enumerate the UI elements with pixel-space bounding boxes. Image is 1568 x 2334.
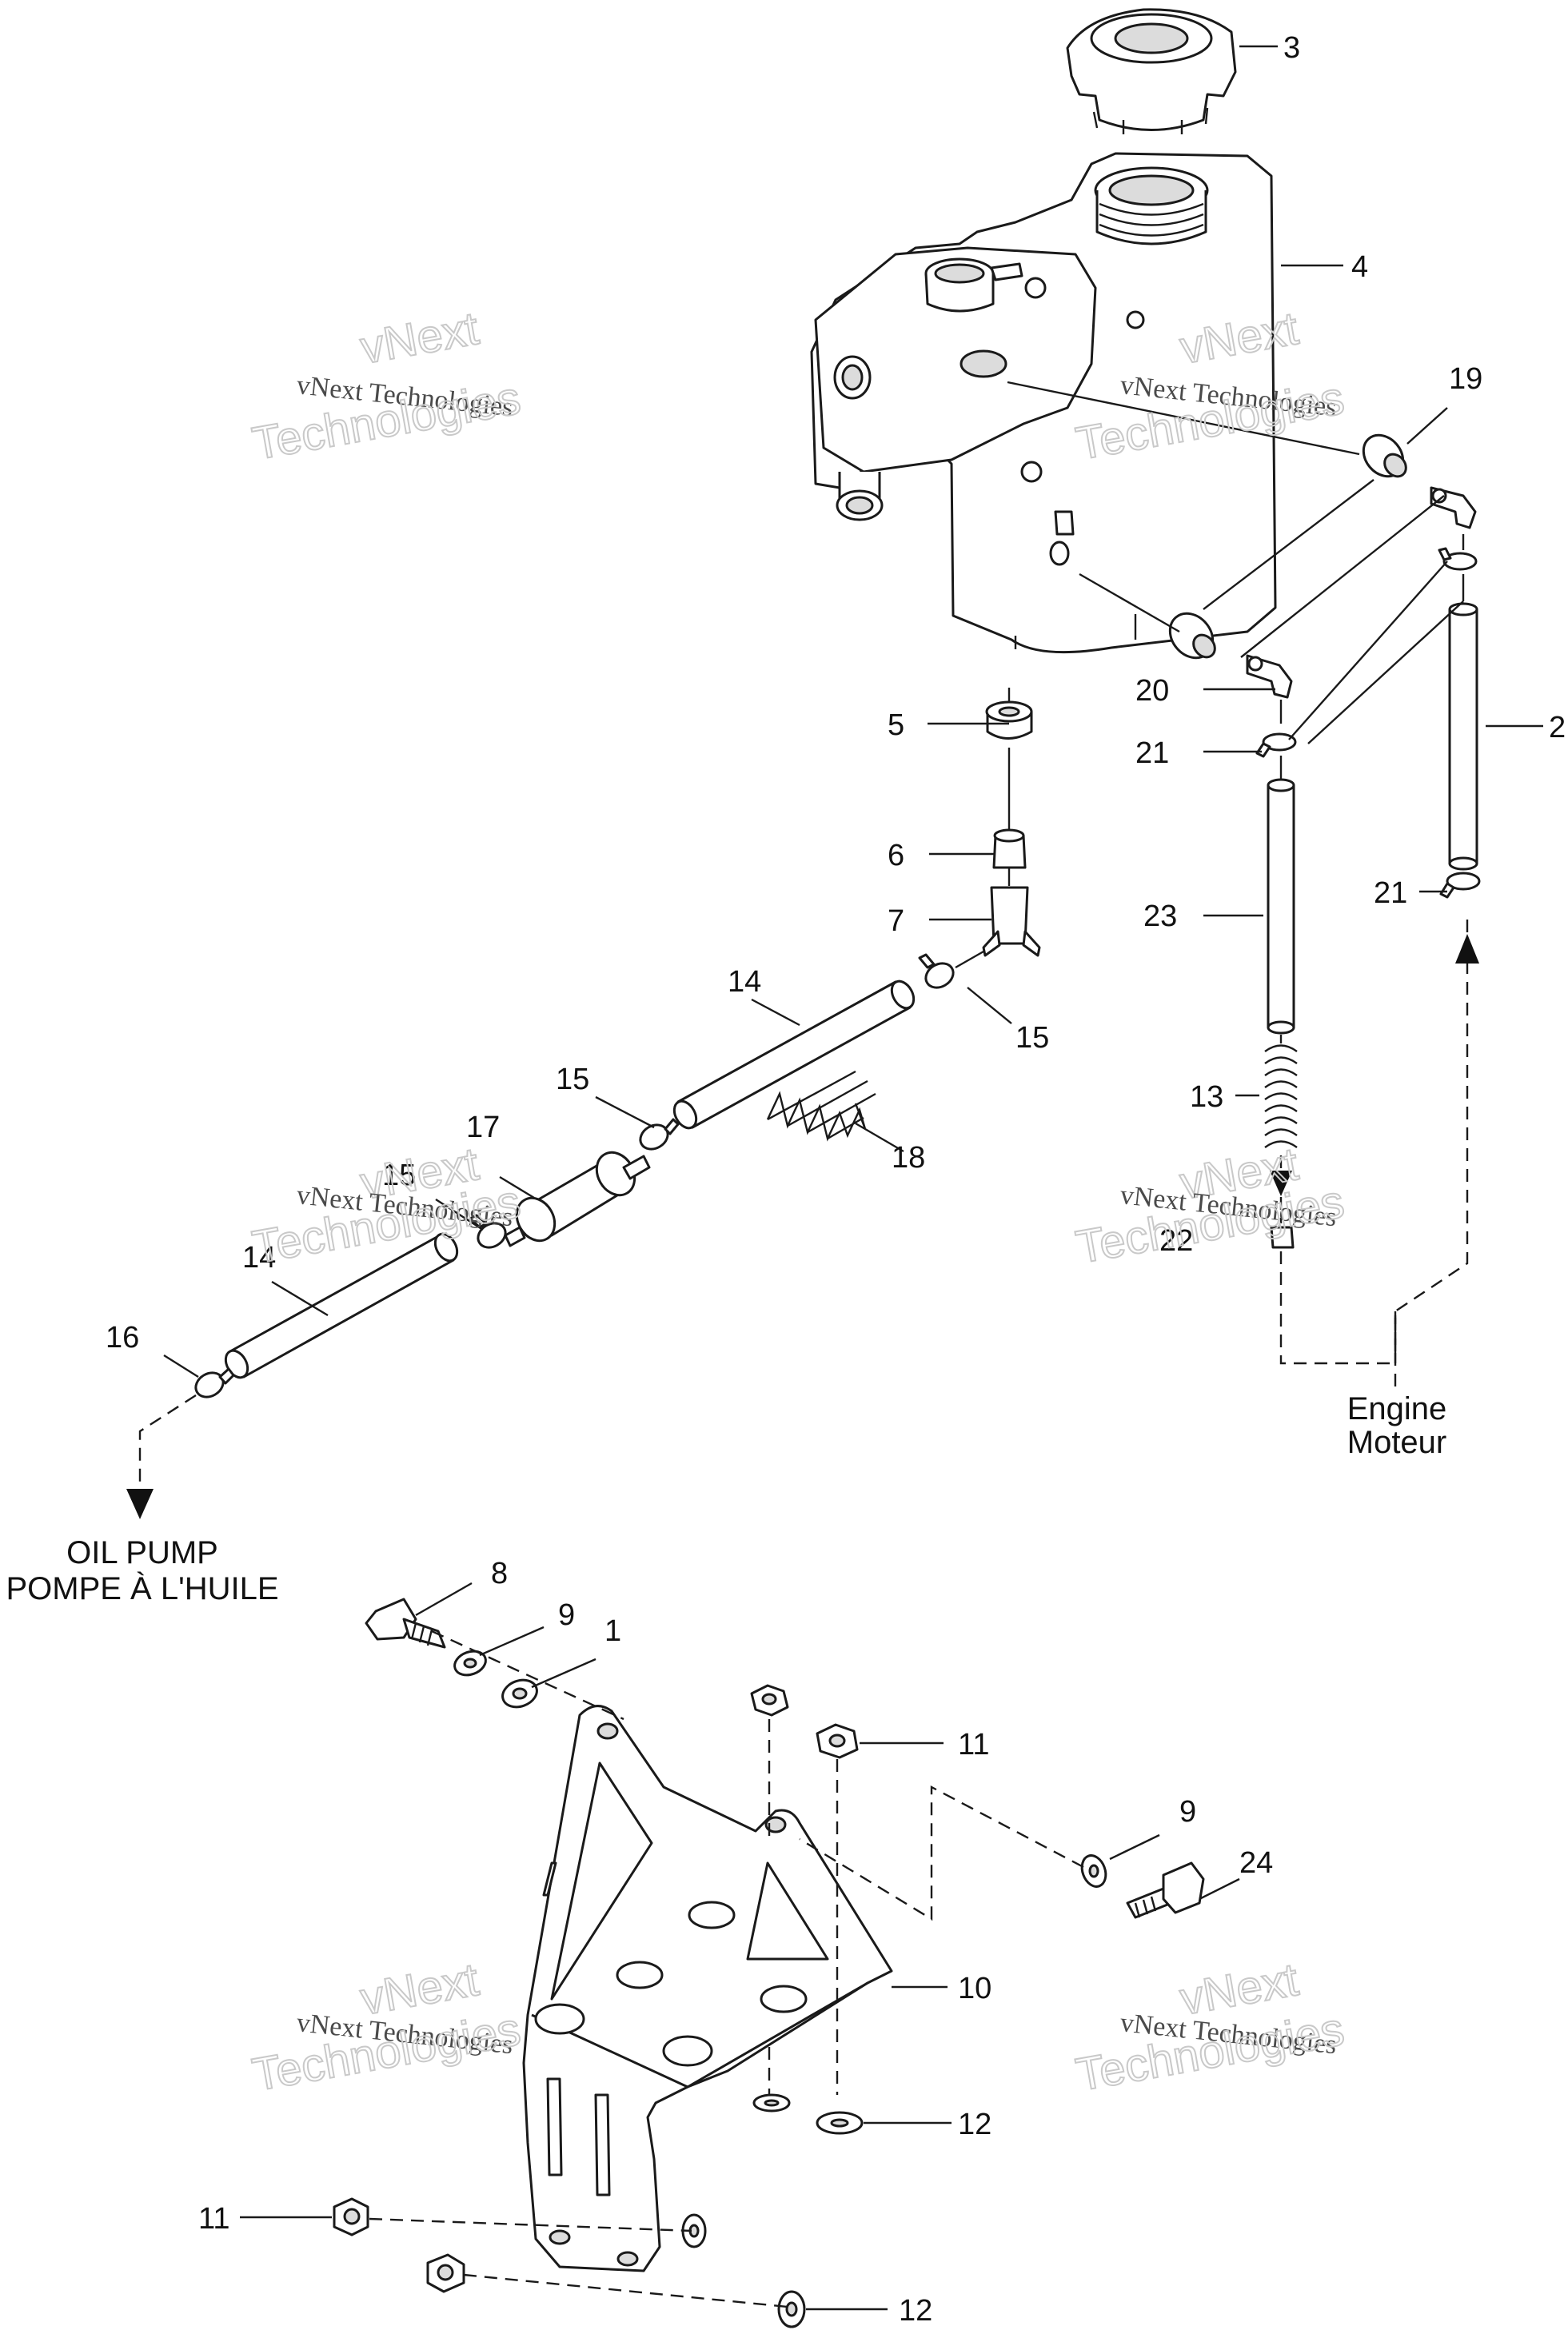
elbow-fitting-20 — [1246, 654, 1293, 699]
clamp-16 — [194, 1367, 235, 1398]
nut-11-upper-b — [816, 1723, 859, 1759]
clamp-21-left — [1255, 732, 1297, 758]
spring — [766, 1070, 876, 1142]
clamp-lower — [469, 1214, 507, 1249]
callout-21-left: 21 — [1135, 736, 1169, 770]
clamp-upper-left — [639, 1118, 680, 1151]
callout-24: 24 — [1239, 1846, 1273, 1880]
nut-11-upper-a — [750, 1684, 789, 1717]
callout-21-right: 21 — [1374, 876, 1407, 910]
oil-reservoir — [810, 152, 1277, 654]
callout-5: 5 — [888, 708, 904, 742]
watermark-mid-left: vNext vNext Technologies Technologies — [248, 1137, 525, 1275]
spring-13 — [1264, 1044, 1298, 1148]
callout-12-upper: 12 — [958, 2108, 991, 2141]
callout-7: 7 — [888, 904, 904, 938]
callout-leaders — [163, 45, 1543, 2311]
hose-upper — [672, 979, 916, 1130]
bolt-24 — [1126, 1861, 1205, 1919]
callout-3: 3 — [1283, 31, 1300, 65]
callout-18: 18 — [892, 1141, 925, 1175]
watermark-mid-right: vNext vNext Technologies Technologies — [1071, 1137, 1349, 1275]
bracket-assembly-lines — [369, 1630, 1084, 2308]
grommet-19 — [1362, 433, 1407, 478]
bracket-10 — [522, 1705, 893, 2272]
callout-16: 16 — [106, 1321, 139, 1355]
oil-pump-connection — [126, 1394, 197, 1519]
vent-routing-lines — [1007, 381, 1479, 1391]
filler-cap — [1066, 8, 1237, 134]
clamp-right-top — [1438, 547, 1478, 571]
washer-9-left — [453, 1650, 487, 1677]
hose-2 — [1448, 602, 1478, 871]
pompe-huile-label: POMPE À L'HUILE — [6, 1570, 278, 1606]
engine-label: Engine — [1347, 1391, 1447, 1426]
bolt-8 — [365, 1598, 446, 1649]
washer-1 — [501, 1678, 538, 1709]
callout-13: 13 — [1190, 1080, 1223, 1114]
callout-14-upper: 14 — [728, 965, 761, 999]
hose-lower — [224, 1232, 459, 1379]
watermark-bottom-right: vNext vNext Technologies Technologies — [1071, 1953, 1349, 2102]
callout-23: 23 — [1143, 900, 1177, 933]
nut-11-lower — [333, 2197, 369, 2236]
hose-23 — [1267, 778, 1295, 1035]
callout-9-left: 9 — [558, 1598, 575, 1632]
washer-12-lower — [777, 2290, 806, 2328]
nut-lower-b — [426, 2253, 465, 2293]
grommet — [985, 688, 1033, 740]
callout-1: 1 — [604, 1614, 621, 1648]
callout-11-upper: 11 — [958, 1728, 989, 1761]
callout-20: 20 — [1135, 674, 1169, 708]
washer-12-upper-a — [752, 2093, 791, 2113]
washer-12-upper-b — [816, 2111, 864, 2135]
callout-4: 4 — [1351, 250, 1368, 284]
callout-6: 6 — [888, 839, 904, 872]
watermark-bottom-left: vNext vNext Technologies Technologies — [248, 1953, 525, 2102]
callout-15-left: 15 — [382, 1159, 416, 1192]
elbow-fitting-upper — [1430, 486, 1477, 529]
callout-9-right: 9 — [1179, 1795, 1196, 1829]
callout-numbers: 3 4 19 5 6 7 14 15 15 18 17 15 14 16 20 … — [106, 31, 1566, 2328]
oil-pump-label: OIL PUMP — [66, 1535, 218, 1570]
callout-14-lower: 14 — [242, 1241, 276, 1275]
svg-text:vNext: vNext — [357, 302, 482, 374]
oil-filter — [504, 1151, 651, 1247]
callout-15-right: 15 — [1015, 1021, 1049, 1055]
clamp-upper-right — [918, 950, 984, 989]
fitting-22 — [1270, 1226, 1295, 1249]
callout-15-mid: 15 — [556, 1063, 589, 1096]
destination-labels: Engine Moteur OIL PUMP POMPE À L'HUILE — [6, 1391, 1446, 1606]
callout-8: 8 — [491, 1557, 508, 1590]
callout-10: 10 — [958, 1972, 991, 2005]
callout-2: 2 — [1549, 711, 1566, 744]
callout-12-lower: 12 — [899, 2294, 932, 2328]
callout-22: 22 — [1159, 1224, 1193, 1258]
oil-pickup — [982, 748, 1041, 957]
grommet-20 — [1168, 612, 1216, 660]
clamp-21-right — [1439, 872, 1481, 899]
watermark-top-left: vNext vNext Technologies Technologies — [248, 301, 525, 471]
callout-11-lower: 11 — [198, 2202, 229, 2236]
washer-9-right — [1080, 1854, 1107, 1888]
callout-17: 17 — [466, 1111, 500, 1144]
callout-19: 19 — [1449, 362, 1482, 396]
moteur-label: Moteur — [1347, 1425, 1447, 1460]
